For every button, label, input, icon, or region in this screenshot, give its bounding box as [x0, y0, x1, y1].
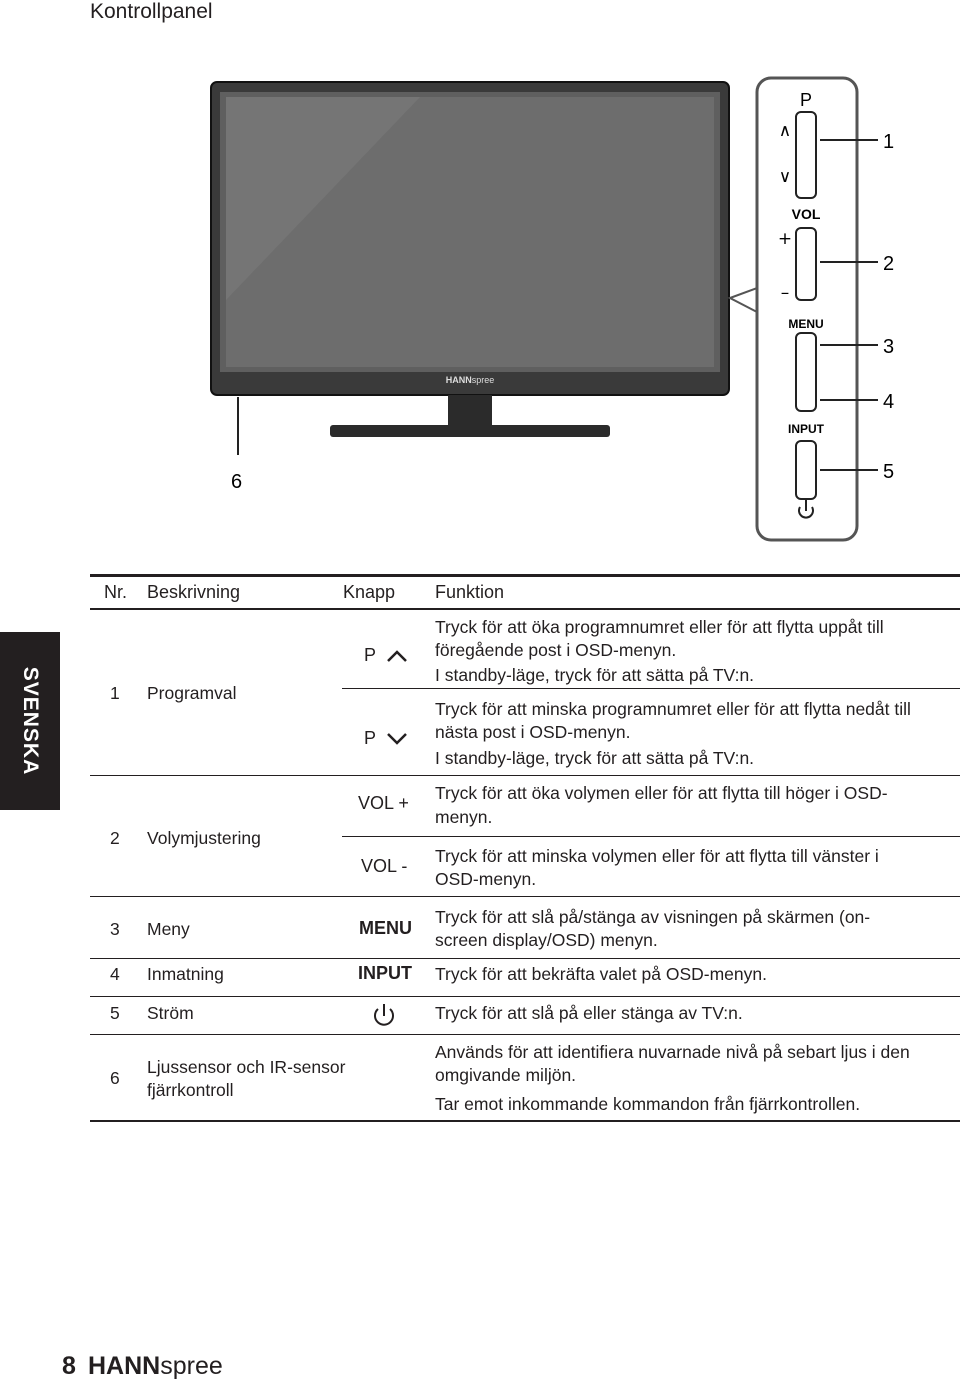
row2-desc: Volymjustering — [147, 828, 261, 848]
panel-vol-label: VOL — [792, 206, 821, 222]
header-desc: Beskrivning — [147, 582, 241, 602]
panel-input-label: INPUT — [788, 422, 825, 436]
row6-nr: 6 — [110, 1068, 120, 1088]
row1-func-up-3: I standby-läge, tryck för att sätta på T… — [435, 665, 755, 685]
callout-1: 1 — [883, 131, 894, 153]
row6-func-1: Används för att identifiera nuvarnade ni… — [435, 1042, 910, 1062]
row2-func-voldown-1: Tryck för att minska volymen eller för a… — [435, 846, 879, 866]
tv-figure: HANNspree P ∧ ∨ VOL + – MENU INPUT 1 2 3… — [210, 76, 894, 542]
page-number: 8 — [62, 1352, 76, 1380]
callout-2: 2 — [883, 253, 894, 275]
table-bottom-rule — [90, 1120, 960, 1122]
row1-func-down-1: Tryck för att minska programnumret eller… — [435, 699, 911, 719]
row2-func-volup-2: menyn. — [435, 807, 493, 827]
row1-func-down-3: I standby-läge, tryck för att sätta på T… — [435, 748, 755, 768]
row5-nr: 5 — [110, 1003, 120, 1023]
row3-func-2: screen display/OSD) menyn. — [435, 930, 658, 950]
vol-button-shape — [795, 227, 817, 301]
callout-3: 3 — [883, 336, 894, 358]
header-nr: Nr. — [104, 582, 128, 602]
chevron-up-icon — [386, 650, 407, 663]
row3-button-menu: MENU — [359, 918, 412, 938]
row3-desc: Meny — [147, 919, 190, 939]
row1-button-up-label: P — [364, 645, 376, 665]
row1-button-up: P — [364, 645, 408, 666]
callout-5: 5 — [883, 461, 894, 483]
header-button: Knapp — [343, 582, 396, 602]
panel-minus-label: – — [781, 283, 790, 303]
header-rule — [90, 608, 960, 610]
tv-illustration: HANNspree — [210, 81, 730, 437]
panel-p-label: P — [800, 90, 812, 110]
row2-nr: 2 — [110, 828, 120, 848]
language-tab: SVENSKA — [0, 632, 60, 810]
row2-func-voldown-2: OSD-menyn. — [435, 869, 537, 889]
power-icon — [374, 1004, 394, 1026]
row1-func-down-2: nästa post i OSD-menyn. — [435, 722, 631, 742]
panel-pointer — [727, 286, 758, 314]
row4-func-1: Tryck för att bekräfta valet på OSD-meny… — [435, 964, 767, 984]
header-function: Funktion — [435, 582, 505, 602]
row6-desc-1: Ljussensor och IR-sensor — [147, 1057, 346, 1077]
row-rule-4 — [90, 996, 960, 997]
row1-nr: 1 — [110, 683, 120, 703]
row6-func-2: omgivande miljön. — [435, 1065, 577, 1085]
row1-sub-rule — [342, 688, 960, 689]
language-tab-label: SVENSKA — [19, 666, 42, 776]
callout-4: 4 — [883, 391, 894, 413]
row2-button-volup: VOL + — [358, 793, 409, 813]
row1-button-down-label: P — [364, 728, 376, 748]
callout-6: 6 — [231, 471, 242, 493]
control-panel-outline — [755, 76, 859, 542]
row5-desc: Ström — [147, 1003, 194, 1023]
row4-nr: 4 — [110, 964, 120, 984]
brand-logo: HANNspree — [88, 1352, 223, 1380]
chevron-down-icon — [386, 733, 407, 746]
power-button-shape — [795, 440, 817, 500]
row-rule-1 — [90, 775, 960, 776]
row1-func-up-1: Tryck för att öka programnumret eller fö… — [435, 617, 884, 637]
tv-brand-logo: HANNspree — [446, 375, 495, 385]
row-rule-2 — [90, 896, 960, 897]
panel-power-icon — [798, 500, 814, 519]
row4-button-input: INPUT — [358, 963, 412, 983]
table-top-rule — [90, 574, 960, 577]
panel-down-label: ∨ — [779, 167, 791, 187]
row3-func-1: Tryck för att slå på/stänga av visningen… — [435, 907, 871, 927]
p-button-shape — [795, 111, 817, 199]
row1-func-up-2: föregående post i OSD-menyn. — [435, 640, 677, 660]
row6-func-3: Tar emot inkommande kommandon från fjärr… — [435, 1094, 861, 1114]
panel-plus-label: + — [778, 229, 792, 249]
row2-sub-rule — [342, 836, 960, 837]
row2-func-volup-1: Tryck för att öka volymen eller för att … — [435, 783, 888, 803]
row4-desc: Inmatning — [147, 964, 224, 984]
row-rule-3 — [90, 958, 960, 959]
panel-up-label: ∧ — [779, 121, 791, 141]
row2-button-voldown: VOL - — [361, 856, 408, 876]
row5-func-1: Tryck för att slå på eller stänga av TV:… — [435, 1003, 743, 1023]
row3-nr: 3 — [110, 919, 120, 939]
row6-desc-2: fjärrkontroll — [147, 1080, 234, 1100]
row1-button-down: P — [364, 728, 408, 749]
row1-desc: Programval — [147, 683, 237, 703]
panel-menu-label: MENU — [788, 317, 823, 331]
menu-button-shape — [795, 332, 817, 412]
row-rule-5 — [90, 1034, 960, 1035]
page-title: Kontrollpanel — [90, 0, 213, 23]
